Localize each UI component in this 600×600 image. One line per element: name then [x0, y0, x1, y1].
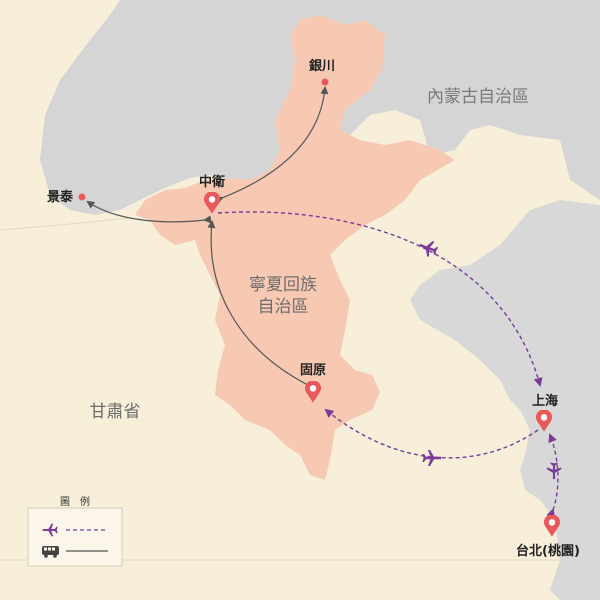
label-ningxia-line2: 自治區 [258, 297, 309, 317]
region-ningxia [135, 15, 455, 480]
label-inner-mongolia: 內蒙古自治區 [427, 87, 529, 107]
city-label-zhongwei: 中衛 [199, 174, 225, 190]
city-label-jingtai: 景泰 [47, 189, 74, 205]
label-ningxia-line1: 寧夏回族 [249, 275, 317, 295]
label-gansu: 甘肅省 [90, 402, 141, 422]
city-label-taipei: 台北(桃園) [516, 543, 580, 559]
legend-title: 圖 例 [60, 495, 90, 508]
city-label-guyuan: 固原 [300, 363, 326, 378]
bus-route-guyuan-zhongwei [207, 220, 309, 386]
city-dot-jingtai [78, 193, 86, 201]
flight-route-zhongwei-shanghai [217, 211, 543, 387]
legend-box [27, 507, 123, 567]
flight-route-taipei-shanghai [546, 433, 559, 519]
bus-route-zhongwei-yinchuan [214, 86, 329, 204]
bus-icon [42, 546, 59, 558]
city-label-yinchuan: 銀川 [309, 58, 335, 74]
city-dot-yinchuan [321, 78, 329, 86]
city-label-shanghai: 上海 [532, 393, 558, 409]
bus-route-zhongwei-jingtai [86, 200, 212, 224]
legend: 圖 例 [27, 495, 123, 567]
